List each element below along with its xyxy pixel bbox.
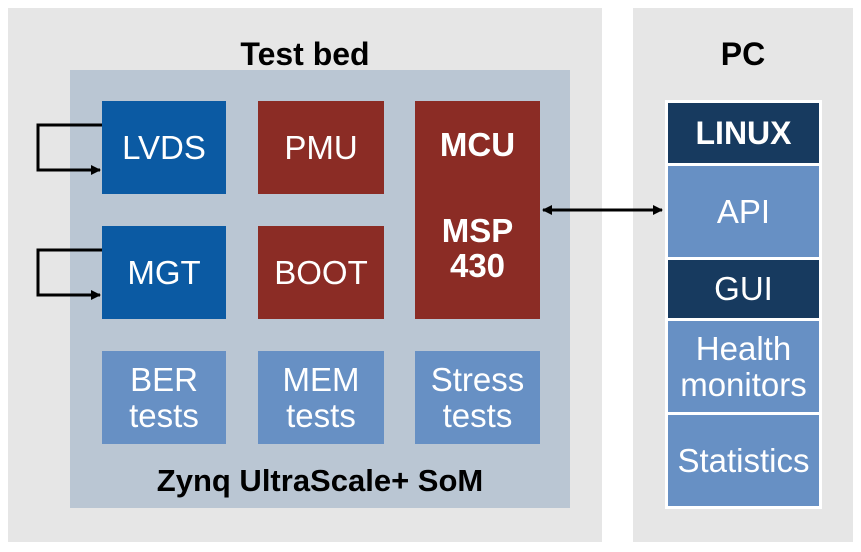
lvds-label: LVDS <box>122 128 206 166</box>
ber-label: BER <box>130 360 198 398</box>
mcu-block: MCU MSP 430 <box>415 101 540 319</box>
monitors-label: monitors <box>680 365 807 403</box>
pmu-block: PMU <box>258 101 384 194</box>
mem-label: MEM <box>282 360 360 398</box>
stress-label: Stress <box>430 360 525 398</box>
gui-layer: GUI <box>665 257 822 321</box>
ber-tests-label: tests <box>129 396 199 434</box>
mcu-model-number: 430 <box>449 247 506 285</box>
stress-tests-label: tests <box>442 396 513 434</box>
lvds-block: LVDS <box>102 101 226 194</box>
mcu-label: MCU <box>439 126 516 163</box>
health-label: Health <box>695 329 792 367</box>
boot-block: BOOT <box>258 226 384 319</box>
api-label: API <box>716 192 771 230</box>
pmu-label: PMU <box>284 128 358 166</box>
mem-tests-block: MEM tests <box>258 351 384 444</box>
mcu-model-label: MSP <box>441 211 514 249</box>
mgt-label: MGT <box>127 253 201 291</box>
boot-label: BOOT <box>274 253 368 291</box>
testbed-title: Test bed <box>240 36 370 72</box>
linux-label: LINUX <box>695 114 792 151</box>
statistics-label: Statistics <box>677 441 810 479</box>
lvds-loopback-arrow <box>36 123 102 175</box>
statistics-layer: Statistics <box>665 412 822 509</box>
health-monitors-layer: Health monitors <box>665 318 822 415</box>
mgt-block: MGT <box>102 226 226 319</box>
mgt-loopback-arrow <box>36 248 102 300</box>
ber-tests-block: BER tests <box>102 351 226 444</box>
pc-title: PC <box>720 36 766 72</box>
gui-label: GUI <box>714 270 773 308</box>
som-label: Zynq UltraScale+ SoM <box>156 463 484 498</box>
mem-tests-label: tests <box>286 396 356 434</box>
linux-layer: LINUX <box>665 100 822 166</box>
stress-tests-block: Stress tests <box>415 351 540 444</box>
